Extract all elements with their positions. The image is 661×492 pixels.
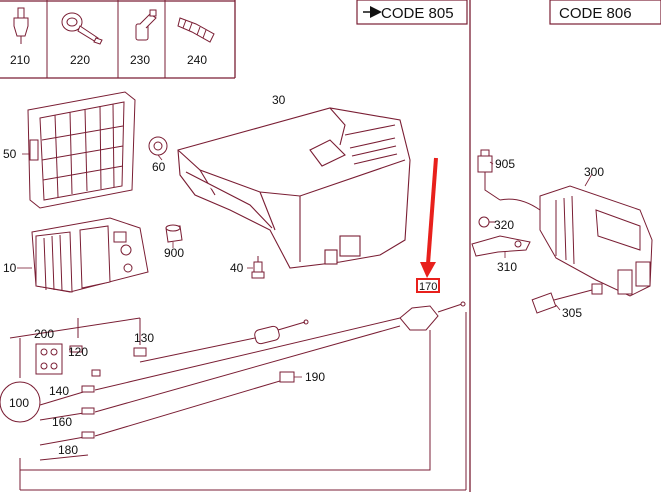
callout-300[interactable]: 300 xyxy=(584,165,604,179)
callout-60[interactable]: 60 xyxy=(152,160,166,174)
code-806-label: CODE 806 xyxy=(559,5,632,22)
callout-100-circle[interactable]: 100 xyxy=(0,381,41,423)
callout-140[interactable]: 140 xyxy=(49,384,69,398)
callout-120[interactable]: 120 xyxy=(68,345,88,359)
callout-905[interactable]: 905 xyxy=(495,157,515,171)
part-905-plug[interactable] xyxy=(477,149,501,201)
legend-icon-210 xyxy=(13,7,29,44)
callout-30[interactable]: 30 xyxy=(272,93,286,107)
part-10-module[interactable] xyxy=(31,217,149,293)
legend-label-220: 220 xyxy=(70,53,90,67)
legend-label-230: 230 xyxy=(130,53,150,67)
part-50-control-unit[interactable] xyxy=(27,91,136,209)
part-305-cable[interactable] xyxy=(531,283,603,314)
callout-180[interactable]: 180 xyxy=(58,443,78,457)
part-320-screw[interactable] xyxy=(478,216,496,228)
cable-assembly xyxy=(9,312,467,491)
callout-170-highlight[interactable]: 170 xyxy=(416,157,440,293)
part-310-bracket[interactable] xyxy=(471,235,531,257)
callout-40[interactable]: 40 xyxy=(230,261,244,275)
callout-200[interactable]: 200 xyxy=(34,327,54,341)
callout-130[interactable]: 130 xyxy=(134,331,154,345)
callout-320[interactable]: 320 xyxy=(494,218,514,232)
legend-labels: 210 220 230 240 xyxy=(10,53,207,67)
legend-icon-240 xyxy=(177,17,215,43)
callout-900[interactable]: 900 xyxy=(164,246,184,260)
legend-label-240: 240 xyxy=(187,53,207,67)
callout-170-label: 170 xyxy=(419,281,437,293)
code-805-label: CODE 805 xyxy=(381,5,454,22)
callout-50[interactable]: 50 xyxy=(3,147,17,161)
legend-label-210: 210 xyxy=(10,53,30,67)
part-60-cap[interactable] xyxy=(148,136,168,156)
callout-10[interactable]: 10 xyxy=(3,261,17,275)
callout-310[interactable]: 310 xyxy=(497,260,517,274)
code-805-tag[interactable]: CODE 805 xyxy=(356,0,468,25)
leader-lines xyxy=(17,153,593,378)
callout-190[interactable]: 190 xyxy=(305,370,325,384)
part-40-fitting[interactable] xyxy=(251,256,265,279)
callout-305[interactable]: 305 xyxy=(562,306,582,320)
legend-grid xyxy=(46,0,166,78)
part-200-connector-block[interactable] xyxy=(35,343,63,375)
part-170-cable-connector[interactable] xyxy=(399,301,466,331)
callout-labels: 30 50 60 10 900 40 200 130 120 140 190 1… xyxy=(3,93,604,457)
code-806-tag[interactable]: CODE 806 xyxy=(549,0,661,25)
terminal-pins[interactable] xyxy=(69,345,295,439)
inline-connector[interactable] xyxy=(254,325,281,345)
part-30-housing[interactable] xyxy=(177,107,411,269)
part-300-unit[interactable] xyxy=(499,185,653,297)
legend-icon-220 xyxy=(61,12,103,45)
part-900-plug[interactable] xyxy=(165,224,183,243)
callout-100-label: 100 xyxy=(9,396,29,410)
callout-160[interactable]: 160 xyxy=(52,415,72,429)
legend-icon-230 xyxy=(135,9,157,41)
